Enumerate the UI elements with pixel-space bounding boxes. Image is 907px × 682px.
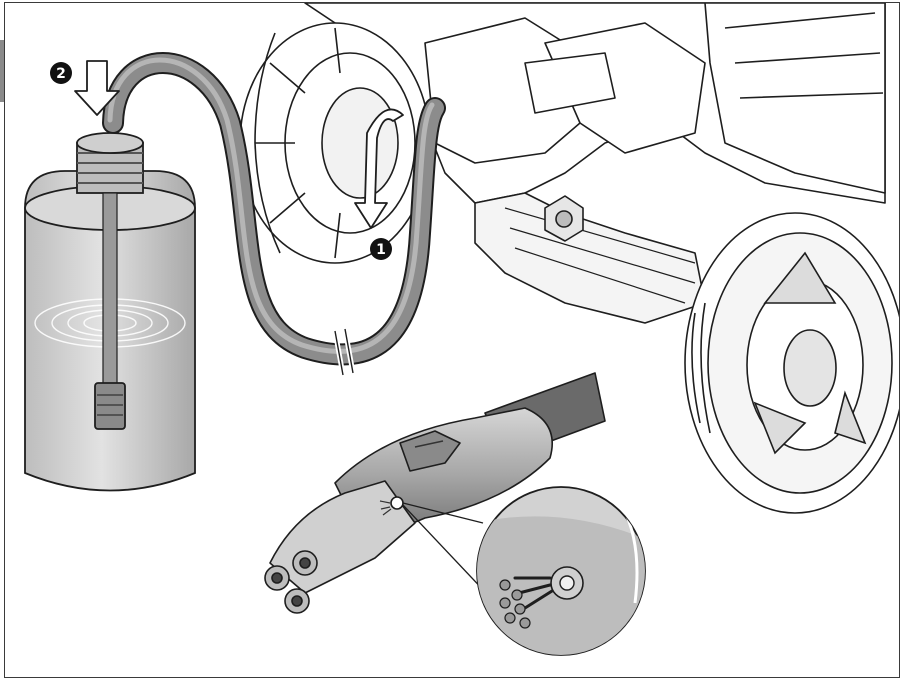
svg-text:2: 2	[56, 66, 66, 82]
illustration-frame: 2 1	[4, 2, 900, 678]
detergent-symbol-icon	[476, 486, 646, 656]
hose-icon	[102, 52, 446, 376]
arrow-down-icon	[74, 60, 120, 116]
step-badge-1: 1	[370, 238, 392, 260]
pressure-washer-icon	[304, 3, 886, 324]
wheel-icon	[684, 212, 899, 514]
hose-reel-icon	[239, 22, 431, 264]
bottle-icon	[24, 132, 196, 492]
illustration-canvas: 2 1	[24, 3, 899, 656]
lance-nozzle-icon	[264, 372, 606, 614]
page-edge-tab	[0, 40, 4, 102]
rotate-arrow-icon	[354, 108, 404, 229]
svg-text:1: 1	[376, 242, 386, 258]
step-badge-2: 2	[50, 62, 72, 84]
